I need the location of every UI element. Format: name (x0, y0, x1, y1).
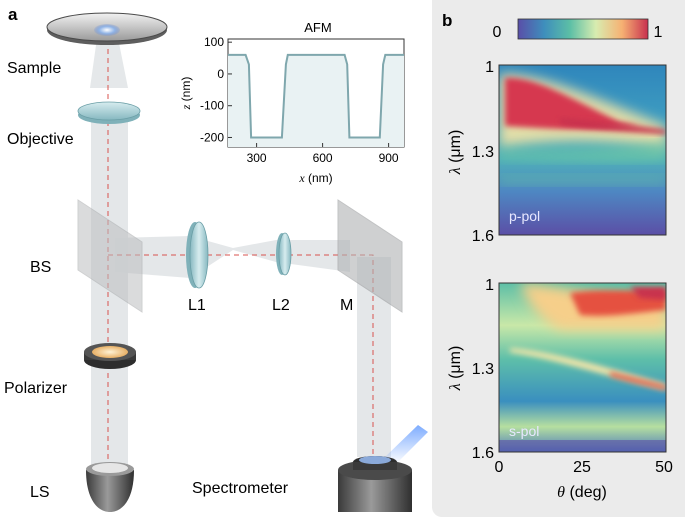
afm-inset: AFM 100 0 -100 -200 300 600 900 z (nm) x (nm) (179, 20, 405, 185)
spectrometer (338, 425, 428, 512)
bs-label: BS (30, 259, 51, 276)
svg-text:0: 0 (495, 459, 504, 476)
map-top-ylabel: λ (μm) (447, 130, 464, 176)
map-s-pol: s-pol (498, 282, 667, 453)
svg-text:25: 25 (573, 459, 591, 476)
afm-profile-line (228, 53, 404, 139)
afm-x-tick-label: 900 (379, 151, 399, 165)
afm-y-tick-label: 0 (217, 67, 224, 81)
sample-disk (46, 12, 168, 45)
colorbar-max-label: 1 (654, 24, 663, 41)
objective-lens (77, 101, 141, 124)
map-bottom-ylabel: λ (μm) (447, 346, 464, 392)
map-p-pol: p-pol (498, 64, 667, 236)
lens-l1 (186, 221, 209, 289)
svg-text:1.3: 1.3 (472, 144, 494, 161)
panel-a-letter: a (8, 5, 18, 24)
afm-xlabel: x (nm) (298, 171, 332, 185)
panel-b-letter: b (442, 11, 452, 30)
afm-profile-fill (228, 54, 404, 147)
svg-text:1: 1 (485, 59, 494, 76)
map-bottom-y-ticks: 1 1.3 1.6 (472, 277, 494, 462)
map-s-pol-label: s-pol (509, 423, 539, 439)
afm-title: AFM (304, 20, 331, 35)
afm-ylabel: z (nm) (179, 77, 193, 111)
polarizer (84, 343, 136, 369)
map-p-pol-label: p-pol (509, 208, 540, 224)
light-source (86, 462, 134, 512)
objective-label: Objective (7, 131, 74, 148)
map-top-y-ticks: 1 1.3 1.6 (472, 59, 494, 245)
beam-splitter (77, 199, 143, 313)
lens-l2 (276, 232, 292, 276)
map-xlabel: θ (deg) (557, 484, 607, 501)
ls-label: LS (30, 484, 50, 501)
mirror (337, 199, 403, 313)
afm-y-tick-label: -100 (200, 99, 224, 113)
polarizer-label: Polarizer (4, 380, 68, 397)
l2-label: L2 (272, 297, 290, 314)
afm-x-tick-label: 300 (247, 151, 267, 165)
sample-label: Sample (7, 60, 61, 77)
svg-text:50: 50 (655, 459, 673, 476)
svg-text:1.3: 1.3 (472, 361, 494, 378)
mirror-label: M (340, 297, 353, 314)
colorbar (517, 18, 649, 40)
colorbar-min-label: 0 (493, 24, 502, 41)
afm-y-tick-label: 100 (204, 35, 224, 49)
svg-text:1.6: 1.6 (472, 228, 494, 245)
svg-text:1: 1 (485, 277, 494, 294)
svg-text:1.6: 1.6 (472, 445, 494, 462)
spectrometer-label: Spectrometer (192, 480, 289, 497)
l1-label: L1 (188, 297, 206, 314)
afm-y-tick-label: -200 (200, 130, 224, 144)
afm-x-tick-label: 600 (313, 151, 333, 165)
map-bottom-x-ticks: 0 25 50 (495, 459, 673, 476)
